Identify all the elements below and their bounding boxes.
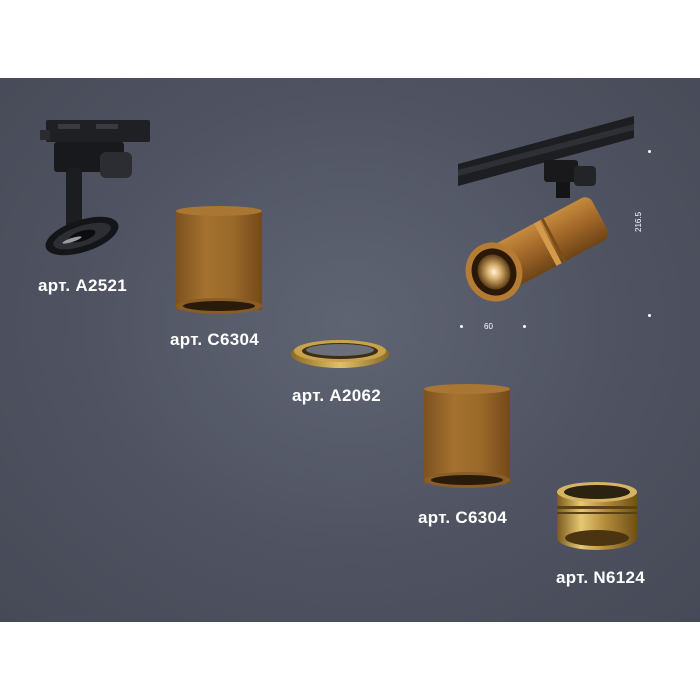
housing-image — [176, 206, 262, 314]
ring-image — [291, 340, 389, 368]
nozzle-image — [557, 482, 637, 550]
product-label-a2062: арт. A2062 — [292, 386, 381, 405]
assembled-spotlight-image — [458, 116, 634, 302]
dimension-marker-dot — [460, 325, 463, 328]
width-dimension: 60 — [484, 322, 493, 331]
product-label-c6304-2: арт. C6304 — [418, 508, 507, 527]
dimension-marker-dot — [648, 314, 651, 317]
dimension-marker-dot — [523, 325, 526, 328]
track-adapter-image — [40, 120, 150, 256]
height-dimension: 216.5 — [634, 211, 643, 232]
product-label-a2521: арт. A2521 — [38, 276, 127, 295]
product-scheme-panel: арт. A2521 арт. C6304 арт — [0, 78, 700, 622]
product-label-n6124: арт. N6124 — [556, 568, 645, 587]
product-label-c6304-1: арт. C6304 — [170, 330, 259, 349]
dimension-marker-dot — [648, 150, 651, 153]
housing-image — [424, 384, 510, 488]
